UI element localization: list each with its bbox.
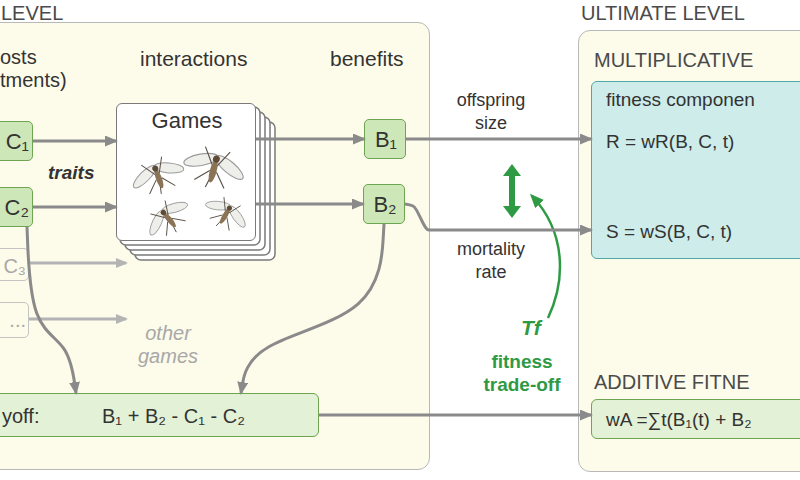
node-text: wA =∑t(B₁(t) + B₂ (606, 408, 752, 432)
node-label: B₁ (365, 120, 407, 160)
annotation-label: fitness trade-off (470, 350, 574, 396)
node-label: B₂ (364, 185, 406, 225)
fitness-box: MULTIPLICATIVEfitness componenR = wR(B, … (591, 81, 800, 259)
node-label: C₃ (0, 249, 26, 282)
edge-label: mortality rate (446, 238, 536, 284)
node-text: R = wR(B, C, t) (606, 130, 734, 154)
trade-off-pointer (532, 196, 560, 318)
benefit-box: B₁ (364, 119, 406, 159)
flow-arrow (406, 138, 591, 141)
fitness-box: ADDITIVE FITNEwA =∑t(B₁(t) + B₂ (591, 399, 800, 439)
node-text: fitness componen (606, 88, 755, 112)
annotation-label: other games (126, 322, 210, 368)
faded-cost-box: ... (0, 302, 29, 338)
level-panel: LEVELC₁C₂C₃...GamesB₁B₂yoff:B₁ + B₂ - C₁… (0, 22, 430, 470)
level-panel: ULTIMATE LEVELMULTIPLICATIVEfitness comp… (578, 30, 800, 472)
node-label: Games (117, 108, 257, 134)
node-label: ... (0, 303, 26, 337)
cost-box: C₂ (0, 187, 33, 227)
node-label: C₁ (2, 122, 29, 162)
annotation-label: Tf (521, 316, 541, 339)
annotation-label: osts tments) (0, 46, 50, 92)
annotation-label: benefits (330, 47, 404, 70)
payoff-box: yoff: B₁ + B₂ - C₁ - C₂ (0, 393, 319, 437)
node-label: LEVEL (1, 1, 63, 25)
trade-off-arrow (509, 172, 515, 210)
edge-label: offspring size (446, 89, 536, 135)
node-label: yoff: (2, 394, 39, 438)
flow-arrow (405, 204, 591, 230)
annotation-label: traits (48, 161, 94, 184)
node-text: S = wS(B, C, t) (606, 220, 732, 244)
node-label: MULTIPLICATIVE (594, 48, 753, 72)
node-label: C₂ (2, 188, 29, 228)
cost-box: C₁ (0, 121, 33, 161)
faded-cost-box: C₃ (0, 248, 29, 281)
node-label: ULTIMATE LEVEL (581, 1, 745, 25)
annotation-label: interactions (140, 47, 247, 70)
games-box: Games (116, 103, 256, 241)
node-text: B₁ + B₂ - C₁ - C₂ (102, 394, 245, 438)
benefit-box: B₂ (363, 184, 405, 224)
node-label: ADDITIVE FITNE (594, 370, 750, 394)
